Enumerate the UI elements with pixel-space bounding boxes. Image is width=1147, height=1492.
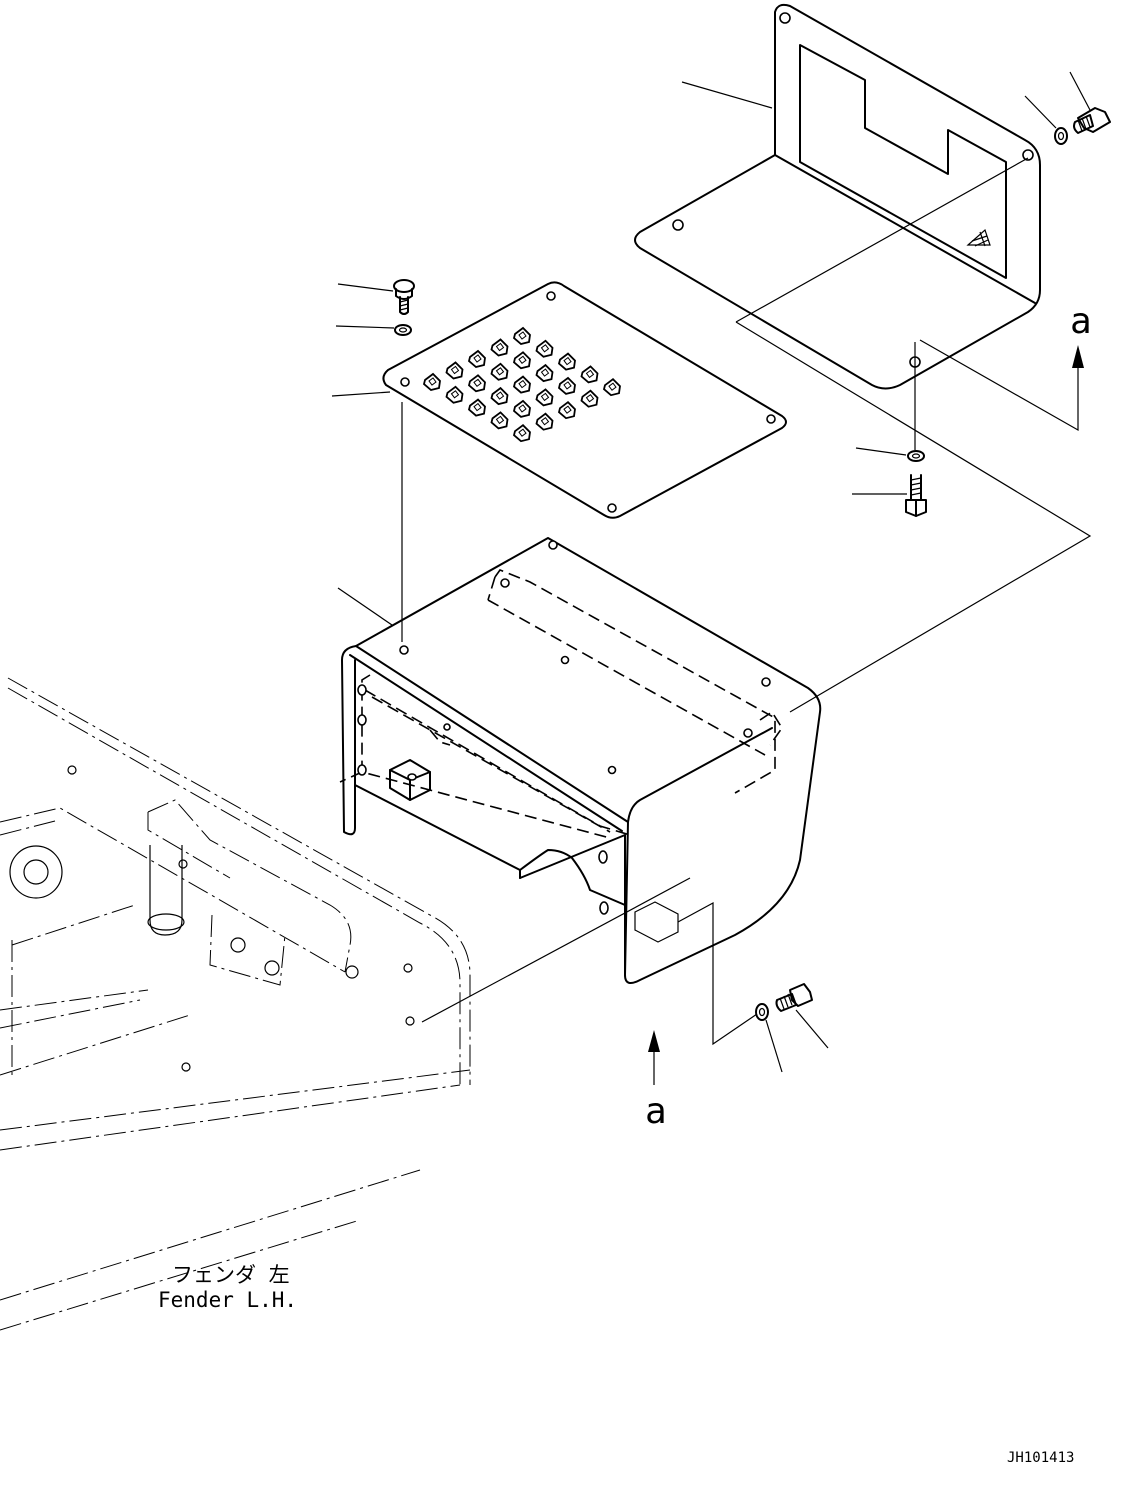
step-slot-inner — [518, 331, 527, 340]
step-slot — [557, 352, 576, 371]
view-arrow-upper — [1072, 345, 1084, 395]
step-slot — [602, 378, 621, 397]
step-slot — [490, 338, 509, 357]
bracket-bolt — [1073, 107, 1111, 134]
step-slot-inner — [585, 369, 595, 379]
plate-washer — [394, 324, 412, 336]
step-slot — [535, 388, 554, 407]
step-slot-inner — [563, 356, 572, 366]
step-slot — [490, 386, 509, 406]
step-slot-inner — [608, 382, 617, 391]
drawing-number: JH101413 — [1007, 1450, 1074, 1466]
step-slot-inner — [540, 392, 550, 402]
lower-bolt — [905, 474, 927, 517]
leader-lines — [331, 71, 1091, 1073]
side-bolt — [775, 983, 813, 1012]
step-slot-inner — [540, 344, 550, 353]
step-slot — [422, 372, 441, 391]
step-slot — [512, 351, 531, 370]
box-cover — [339, 537, 822, 985]
step-slot-inner — [495, 342, 505, 352]
step-slot-inner — [518, 428, 527, 437]
step-slot — [580, 365, 599, 384]
fender-lh-phantom — [0, 677, 471, 1331]
side-washer — [755, 1003, 769, 1021]
step-slot — [467, 349, 486, 368]
step-slot — [557, 401, 576, 420]
step-slot — [467, 398, 486, 417]
step-slot-inner — [495, 367, 505, 376]
view-marker-bottom-label: a — [645, 1091, 667, 1132]
step-slot — [512, 399, 531, 418]
step-slot — [535, 363, 554, 383]
step-slot-inner — [563, 405, 572, 414]
step-slot — [490, 411, 509, 430]
lower-washer — [907, 450, 925, 462]
step-slot-inner — [473, 378, 482, 387]
step-slot-inner — [428, 377, 437, 386]
step-slot-inner — [585, 394, 595, 403]
step-slot — [445, 361, 464, 380]
step-slot-inner — [518, 355, 527, 364]
step-slot-inner — [495, 415, 505, 425]
step-slot — [467, 374, 486, 393]
step-slot — [580, 389, 599, 408]
step-slot-inner — [450, 365, 460, 375]
step-slot-inner — [518, 379, 527, 389]
step-plate — [382, 281, 787, 519]
step-slot — [512, 326, 531, 345]
fender-label-en: Fender L.H. — [158, 1288, 297, 1312]
step-slot — [535, 412, 554, 431]
step-slot-inner — [540, 368, 550, 377]
bracket-cover — [634, 3, 1041, 390]
view-marker-top-label: a — [1070, 301, 1092, 342]
step-slot-inner — [518, 404, 527, 413]
step-slot — [535, 339, 554, 358]
step-slot — [557, 376, 576, 395]
step-slot — [490, 362, 509, 381]
step-slot-inner — [495, 391, 505, 400]
view-arrow-lower — [648, 1030, 660, 1085]
fender-label-ja: フェンダ 左 — [172, 1263, 290, 1287]
step-slot-inner — [563, 381, 572, 390]
plate-bolt — [393, 279, 415, 315]
step-slot-inner — [473, 354, 482, 363]
step-slot-inner — [450, 390, 460, 399]
bracket-washer — [1054, 127, 1068, 145]
step-slot-inner — [473, 402, 482, 412]
assembly-lines — [401, 157, 1092, 1046]
step-plate-slots — [422, 326, 621, 443]
step-slot — [445, 385, 464, 404]
step-slot — [512, 424, 531, 443]
step-slot-inner — [540, 417, 550, 426]
step-slot — [512, 375, 531, 394]
